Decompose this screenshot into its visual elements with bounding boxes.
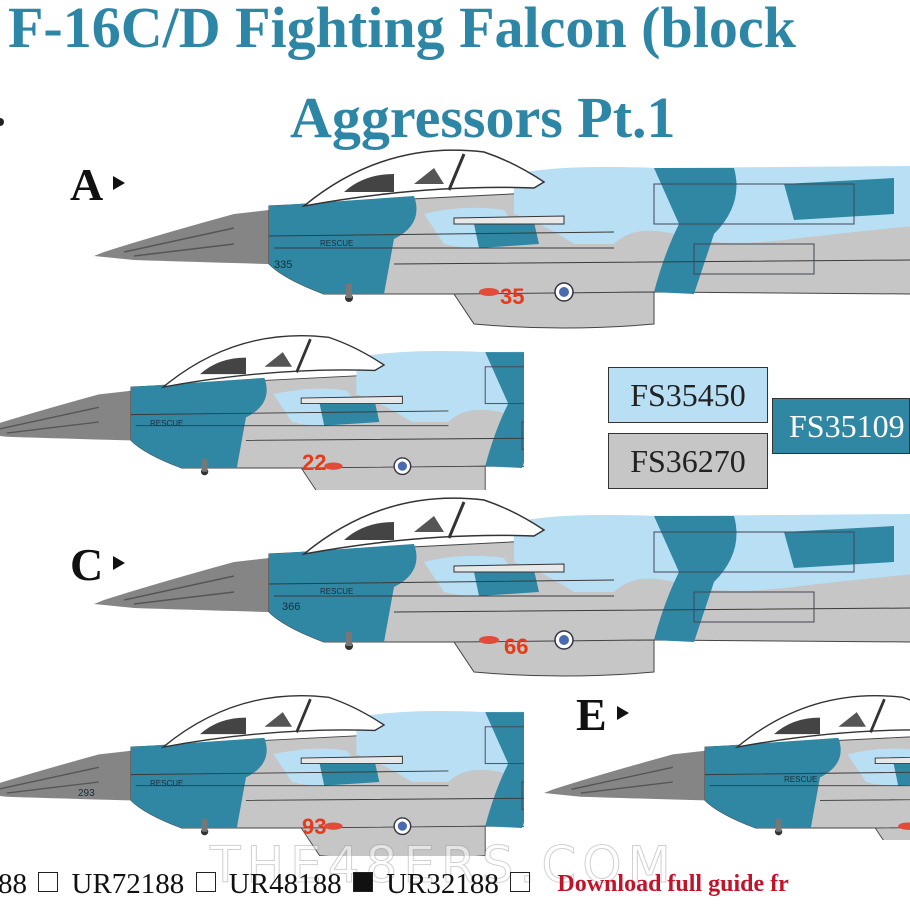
- rescue-marking-d: RESCUE: [150, 779, 183, 788]
- rescue-marking-a: RESCUE: [320, 239, 353, 248]
- checkbox-empty-icon: [195, 872, 216, 893]
- swatch-fs35109: FS35109: [772, 398, 910, 454]
- title-line-1: F-16C/D Fighting Falcon (block: [8, 0, 796, 60]
- footer-item-1: 88: [0, 867, 27, 900]
- swatch-fs35450: FS35450: [608, 367, 768, 423]
- footer-item-ur48188: UR48188: [228, 867, 342, 900]
- tail-code-a: 335: [274, 259, 292, 271]
- pointer-triangle-icon: [113, 176, 126, 191]
- aircraft-profile-a: 335 RESCUE 35: [94, 148, 910, 330]
- title-line-2: Aggressors Pt.1: [290, 85, 676, 150]
- aircraft-profile-d: 293 RESCUE 93: [0, 694, 524, 856]
- profile-label-e: E: [576, 688, 629, 741]
- side-number-c: 66: [504, 634, 528, 659]
- bullet-dot: [0, 118, 4, 126]
- side-number-d: 93: [302, 814, 326, 839]
- tail-code-d: 293: [78, 788, 95, 799]
- checkbox-filled-icon: [352, 872, 373, 893]
- swatch-fs36270: FS36270: [608, 433, 768, 489]
- pointer-triangle-icon: [616, 706, 629, 721]
- footer-product-list: 88 UR72188 UR48188 UR32188 Download full…: [0, 866, 910, 910]
- rescue-marking-e: RESCUE: [784, 775, 817, 784]
- checkbox-empty-icon: [38, 872, 59, 893]
- tail-code-c: 366: [282, 601, 300, 613]
- download-guide-link[interactable]: Download full guide fr: [557, 870, 789, 897]
- checkbox-empty-icon: [510, 872, 531, 893]
- side-number-a: 35: [500, 284, 524, 309]
- rescue-marking-c: RESCUE: [320, 587, 353, 596]
- footer-item-ur32188: UR32188: [386, 867, 499, 900]
- aircraft-profile-c: 366 RESCUE 66: [94, 496, 910, 678]
- rescue-marking-b: RESCUE: [150, 419, 183, 428]
- aircraft-profile-b: RESCUE 22: [0, 334, 524, 490]
- aircraft-profile-e: RESCUE: [544, 694, 910, 840]
- watermark: THE48ERS.COM: [210, 836, 677, 895]
- profile-label-a: A: [70, 158, 126, 211]
- profile-label-c: C: [70, 538, 126, 591]
- pointer-triangle-icon: [113, 556, 126, 571]
- footer-item-ur72188: UR72188: [71, 867, 185, 900]
- side-number-b: 22: [302, 450, 326, 475]
